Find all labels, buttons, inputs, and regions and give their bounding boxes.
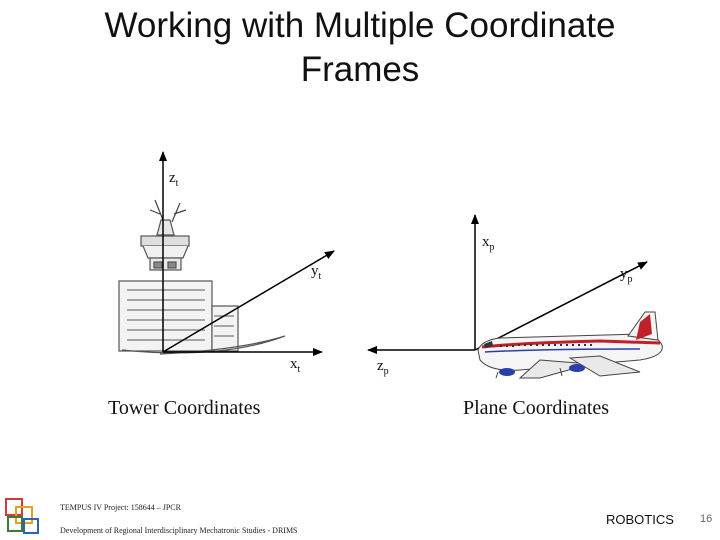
tower-y-label: yt	[311, 263, 322, 282]
control-tower-illustration	[118, 199, 286, 355]
title-line-2: Frames	[300, 50, 420, 89]
tempus-logo-icon	[5, 498, 39, 534]
tower-y-axis	[162, 250, 335, 353]
footer-program: Development of Regional Interdisciplinar…	[60, 526, 298, 535]
plane-y-label: yp	[620, 266, 633, 285]
tower-x-label: xt	[290, 356, 301, 375]
plane-x-label: xp	[482, 234, 495, 253]
tower-axes	[159, 151, 335, 356]
page-number: 16	[700, 513, 713, 525]
title-line-1: Working with Multiple Coordinate	[104, 6, 616, 45]
plane-caption: Plane Coordinates	[463, 397, 610, 419]
tower-z-label: zt	[169, 170, 179, 189]
plane-axes	[367, 214, 648, 354]
footer-project: TEMPUS IV Project: 158644 – JPCR	[60, 503, 181, 512]
plane-y-axis	[474, 261, 648, 351]
slide-title: Working with Multiple Coordinate Frames	[0, 4, 720, 92]
tower-caption: Tower Coordinates	[108, 397, 261, 419]
plane-z-label: zp	[377, 358, 389, 377]
footer-subject: ROBOTICS	[606, 512, 674, 527]
airplane-illustration	[477, 311, 663, 379]
